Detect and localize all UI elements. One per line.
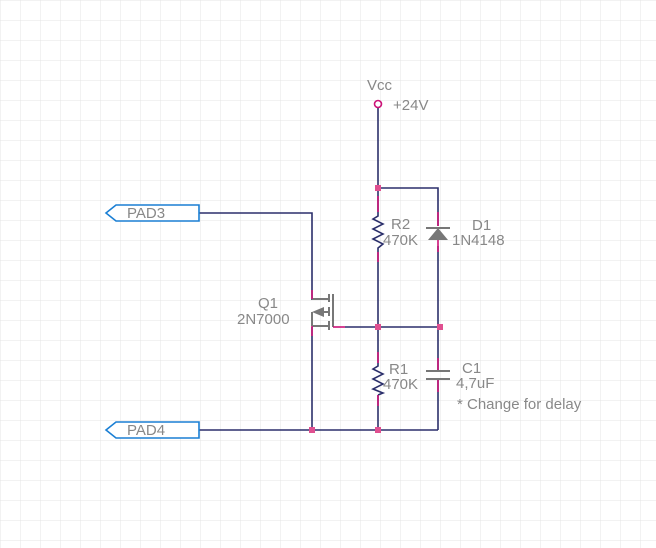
q1-ref-label: Q1 [258,295,278,312]
resistor-r1[interactable]: R1 470K [371,352,418,406]
port-pad3-icon [104,204,200,222]
wires [199,108,440,431]
junction-bottom-left [309,427,315,433]
r2-ref-label: R2 [391,216,410,233]
junction-mid-right [437,324,443,330]
q1-value-label: 2N7000 [237,311,290,328]
mosfet-q1-arrow-icon [312,307,324,317]
resistor-r2-icon [371,212,385,252]
r2-value-label: 470K [383,232,418,249]
junctions [309,185,443,433]
vcc-name-label: Vcc [367,77,393,94]
port-pad3[interactable]: PAD3 [104,204,200,222]
port-pad4[interactable]: PAD4 [104,421,200,439]
port-pad4-icon [104,421,200,439]
resistor-r2[interactable]: R2 470K [371,196,418,262]
junction-top [375,185,381,191]
port-pad4-label: PAD4 [127,422,165,439]
wire-pad3 [199,212,313,300]
c1-ref-label: C1 [462,360,481,377]
vcc-terminal-icon [373,99,383,109]
junction-mid-left [375,324,381,330]
resistor-r1-icon [371,363,386,396]
diode-d1[interactable]: D1 1N4148 [426,212,505,252]
mosfet-q1[interactable]: Q1 2N7000 [237,290,345,336]
junction-bottom-mid [375,427,381,433]
vcc-power-symbol[interactable]: Vcc +24V [367,77,428,114]
d1-ref-label: D1 [472,217,491,234]
d1-value-label: 1N4148 [452,232,505,249]
delay-note: * Change for delay [457,396,582,413]
r1-ref-label: R1 [389,361,408,378]
capacitor-c1[interactable]: C1 4,7uF [426,358,494,392]
diode-d1-icon [428,228,448,240]
c1-value-label: 4,7uF [456,375,494,392]
r1-value-label: 470K [383,376,418,393]
port-pad3-label: PAD3 [127,205,165,222]
vcc-value-label: +24V [393,97,428,114]
